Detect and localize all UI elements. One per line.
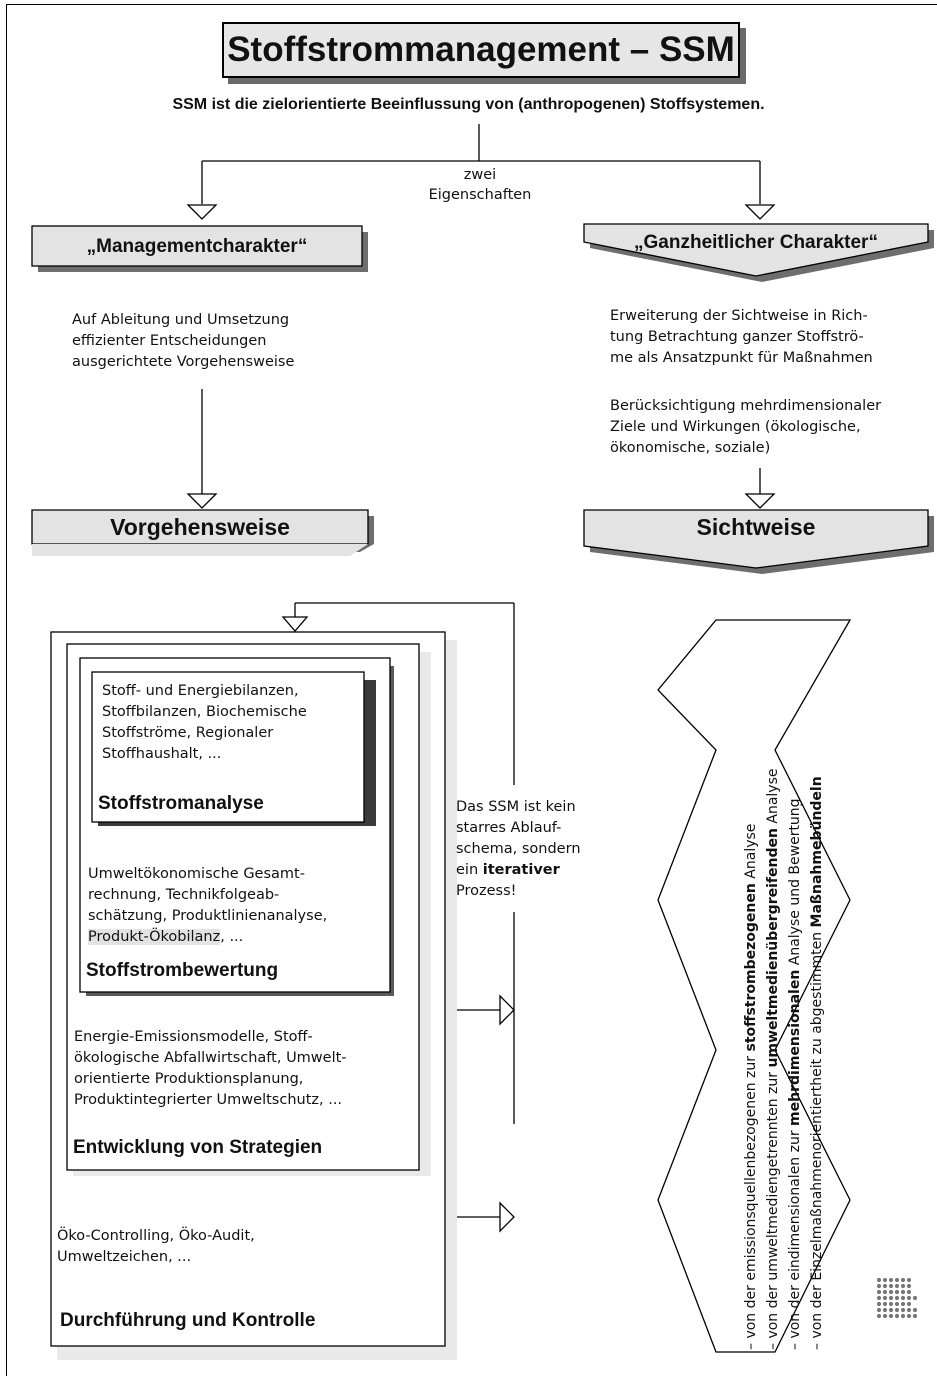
iterative-note: Das SSM ist kein starres Ablauf- schema,… <box>456 797 606 902</box>
management-description-line: effizienter Entscheidungen <box>72 333 267 349</box>
page-title: Stoffstrommanagement – SSM <box>222 22 740 78</box>
perspective-suffix: Analyse <box>765 768 781 829</box>
control-label: Durchführung und Kontrolle <box>60 1310 316 1331</box>
analysis-text-line: Stoffströme, Regionaler <box>102 725 274 741</box>
control-text-line: Öko-Controlling, Öko-Audit, <box>57 1228 255 1244</box>
perspective-item: – von der umweltmediengetrennten zur umw… <box>762 710 784 1351</box>
iterative-note-line: schema, sondern <box>456 841 581 857</box>
strategies-text-line: ökologische Abfallwirtschaft, Umwelt- <box>74 1050 347 1066</box>
evaluation-text-line: rechnung, Technikfolgeab- <box>88 887 280 903</box>
strategies-label: Entwicklung von Strategien <box>73 1137 323 1158</box>
perspective-prefix: – von der eindimensionalen zur <box>787 1125 803 1350</box>
control-text-line: Umweltzeichen, ... <box>57 1249 192 1265</box>
iterative-word: iterativer <box>482 862 560 878</box>
evaluation-text-tail: , ... <box>220 929 244 945</box>
split-label-line-1: zwei <box>463 167 497 183</box>
iterative-note-line-4: ein iterativer <box>456 860 606 881</box>
perspective-bold: Maßnahmebündeln <box>809 776 825 928</box>
analysis-label: Stoffstromanalyse <box>98 793 264 814</box>
analysis-text-line: Stoffhaushalt, ... <box>102 746 222 762</box>
iterative-note-line: starres Ablauf- <box>456 820 562 836</box>
perspective-item: – von der eindimensionalen zur mehrdimen… <box>784 710 806 1350</box>
strategies-text-line: Produktintegrierter Umweltschutz, ... <box>74 1092 343 1108</box>
evaluation-text-line: Umweltökonomische Gesamt- <box>88 866 305 882</box>
frame-left <box>6 4 7 1376</box>
iterative-note-line: ein <box>456 862 479 878</box>
perspective-bold: mehrdimensionalen <box>787 969 803 1126</box>
dot-grid-logo <box>876 1277 918 1319</box>
ssm-definition: SSM ist die zielorientierte Beeinflussun… <box>172 96 765 113</box>
holistic-description-line: Erweiterung der Sichtweise in Rich- <box>610 308 868 324</box>
evaluation-text-line: schätzung, Produktlinienanalyse, <box>88 908 328 924</box>
management-header: „Managementcharakter“ <box>86 236 308 257</box>
analysis-text-line: Stoff- und Energiebilanzen, <box>102 683 299 699</box>
perspective-bold: stoffstrombezogenen <box>743 883 759 1052</box>
control-text: Öko-Controlling, Öko-Audit, Umweltzeiche… <box>57 1226 357 1268</box>
management-description-line: ausgerichtete Vorgehensweise <box>72 354 295 370</box>
perspective-suffix: Analyse <box>743 823 759 884</box>
perspective-bold: umweltmedienübergreifenden <box>765 828 781 1068</box>
analysis-text: Stoff- und Energiebilanzen, Stoffbilanze… <box>102 681 360 765</box>
management-description-line: Auf Ableitung und Umsetzung <box>72 312 290 328</box>
perspective-prefix: – von der emissionsquellenbezogenen zur <box>743 1051 759 1350</box>
holistic-description-line: me als Ansatzpunkt für Maßnahmen <box>610 350 873 366</box>
perspective-list: – von der emissionsquellenbezogenen zur … <box>740 710 830 1351</box>
perspective-prefix: – von der Einzelmaßnahmenorientiertheit … <box>809 927 825 1350</box>
holistic-header: „Ganzheitlicher Charakter“ <box>634 232 878 253</box>
iterative-note-line: Das SSM ist kein <box>456 799 576 815</box>
perspective-suffix: Analyse und Bewertung <box>787 798 803 970</box>
perspective-item: – von der emissionsquellenbezogenen zur … <box>740 710 762 1350</box>
evaluation-text-line-4: Produkt-Ökobilanz, ... <box>88 927 388 948</box>
strategies-text: Energie-Emissionsmodelle, Stoff- ökologi… <box>74 1027 414 1111</box>
evaluation-label: Stoffstrombewertung <box>86 960 279 981</box>
evaluation-text: Umweltökonomische Gesamt- rechnung, Tech… <box>88 864 388 948</box>
perspective-result: Sichtweise <box>696 514 816 540</box>
perspective-item: – von der Einzelmaßnahmenorientiertheit … <box>806 710 828 1350</box>
frame-top <box>6 4 937 5</box>
product-lca-highlight: Produkt-Ökobilanz <box>88 929 221 945</box>
analysis-text-line: Stoffbilanzen, Biochemische <box>102 704 307 720</box>
strategies-text-line: Energie-Emissionsmodelle, Stoff- <box>74 1029 313 1045</box>
holistic-description-2: Berücksichtigung mehrdimensionaler Ziele… <box>610 396 930 459</box>
strategies-text-line: orientierte Produktionsplanung, <box>74 1071 304 1087</box>
iterative-note-last: Prozess! <box>456 883 517 899</box>
split-label: zwei Eigenschaften <box>420 165 540 205</box>
holistic-description-line: tung Betrachtung ganzer Stoffströ- <box>610 329 864 345</box>
holistic-description-line: Ziele und Wirkungen (ökologische, <box>610 419 861 435</box>
procedure-result: Vorgehensweise <box>110 514 290 540</box>
perspective-prefix: – von der umweltmediengetrennten zur <box>765 1067 781 1350</box>
holistic-description-line: Berücksichtigung mehrdimensionaler <box>610 398 882 414</box>
holistic-description-1: Erweiterung der Sichtweise in Rich- tung… <box>610 306 930 369</box>
holistic-description-line: ökonomische, soziale) <box>610 440 771 456</box>
split-label-line-2: Eigenschaften <box>428 187 532 203</box>
management-description: Auf Ableitung und Umsetzung effizienter … <box>72 310 372 373</box>
